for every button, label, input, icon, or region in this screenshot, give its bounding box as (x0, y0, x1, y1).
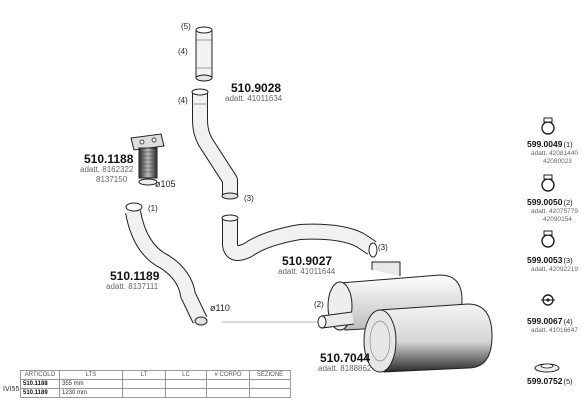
pipe-510-9027 (221, 214, 378, 261)
clamp-599-0067-icon (541, 294, 555, 306)
part-ref: adatt. 8162322 (80, 165, 134, 174)
part-code: 510.9027 (282, 254, 333, 268)
fitting-ref: adatt. 42092219 (531, 266, 578, 273)
callout-label: (1) (148, 204, 158, 213)
table-cell (165, 388, 207, 398)
model-label: IVI55 (3, 386, 20, 393)
gasket-599-0752-icon (534, 363, 560, 373)
callout-label: (3) (244, 194, 254, 203)
clamp-599-0053-icon (541, 230, 555, 248)
fitting-code: 599.0050(2) (527, 197, 573, 207)
part-ref: adatt. 8137111 (106, 282, 159, 291)
table-cell: 510.1189 (20, 388, 60, 398)
flex-pipe-510-1188 (130, 133, 165, 186)
part-code: 510.1188 (84, 152, 134, 166)
part-code: 510.7044 (320, 351, 371, 365)
table-row: 510.1188 355 mm (20, 379, 291, 389)
table-cell: 1230 mm (59, 388, 123, 398)
part-ref: adatt. 41011644 (278, 267, 336, 276)
fitting-code: 599.0053(3) (527, 255, 573, 265)
fitting-ref: 42080023 (543, 158, 572, 165)
table-header: SEZIONE (249, 370, 291, 380)
table-cell (206, 388, 250, 398)
table-cell (165, 379, 207, 389)
muffler-510-7044 (317, 261, 493, 373)
fitting-ref: adatt. 42081440 (531, 150, 578, 157)
part-ref: adatt. 41011634 (225, 94, 283, 103)
callout-label: (2) (314, 300, 324, 309)
part-code: 510.1189 (110, 269, 160, 283)
diameter-label: ø105 (155, 179, 176, 189)
table-cell (206, 379, 250, 389)
table-header: LC (165, 370, 207, 380)
table-cell: 510.1188 (20, 379, 60, 389)
fitting-code: 599.0049(1) (527, 139, 573, 149)
table-header: LTS (59, 370, 123, 380)
pipe-510-9028 (191, 88, 239, 200)
callout-label: (4) (178, 47, 188, 56)
fitting-ref: adatt. 41016647 (531, 327, 578, 334)
pipe-510-1189 (125, 202, 208, 326)
table-cell (249, 379, 291, 389)
table-header: LT (122, 370, 166, 380)
table-cell (249, 388, 291, 398)
table-row: 510.1189 1230 mm (20, 388, 291, 398)
part-ref: adatt. 8188862 (318, 364, 372, 373)
callout-label: (3) (378, 243, 388, 252)
dimensions-table: ARTICOLO LTS LT LC # CORPO SEZIONE 510.1… (20, 370, 291, 398)
table-header: # CORPO (206, 370, 250, 380)
diameter-label: ø110 (210, 303, 230, 313)
part-code: 510.9028 (231, 81, 282, 95)
callout-label: (5) (181, 22, 191, 31)
callout-label: (4) (178, 96, 188, 105)
clamp-599-0050-icon (541, 174, 555, 192)
fitting-ref: adatt. 42075779 (531, 208, 578, 215)
table-cell (122, 388, 166, 398)
part-alt-ref: 8137150 (96, 175, 128, 184)
fitting-code: 599.0752(5) (527, 376, 573, 386)
table-header: ARTICOLO (20, 370, 60, 380)
table-cell: 355 mm (59, 379, 123, 389)
fitting-ref: 42090154 (543, 216, 572, 223)
table-cell (122, 379, 166, 389)
fitting-code: 599.0067(4) (527, 316, 573, 326)
clamp-599-0049-icon (541, 117, 555, 135)
top-straight-pipe (195, 26, 213, 82)
